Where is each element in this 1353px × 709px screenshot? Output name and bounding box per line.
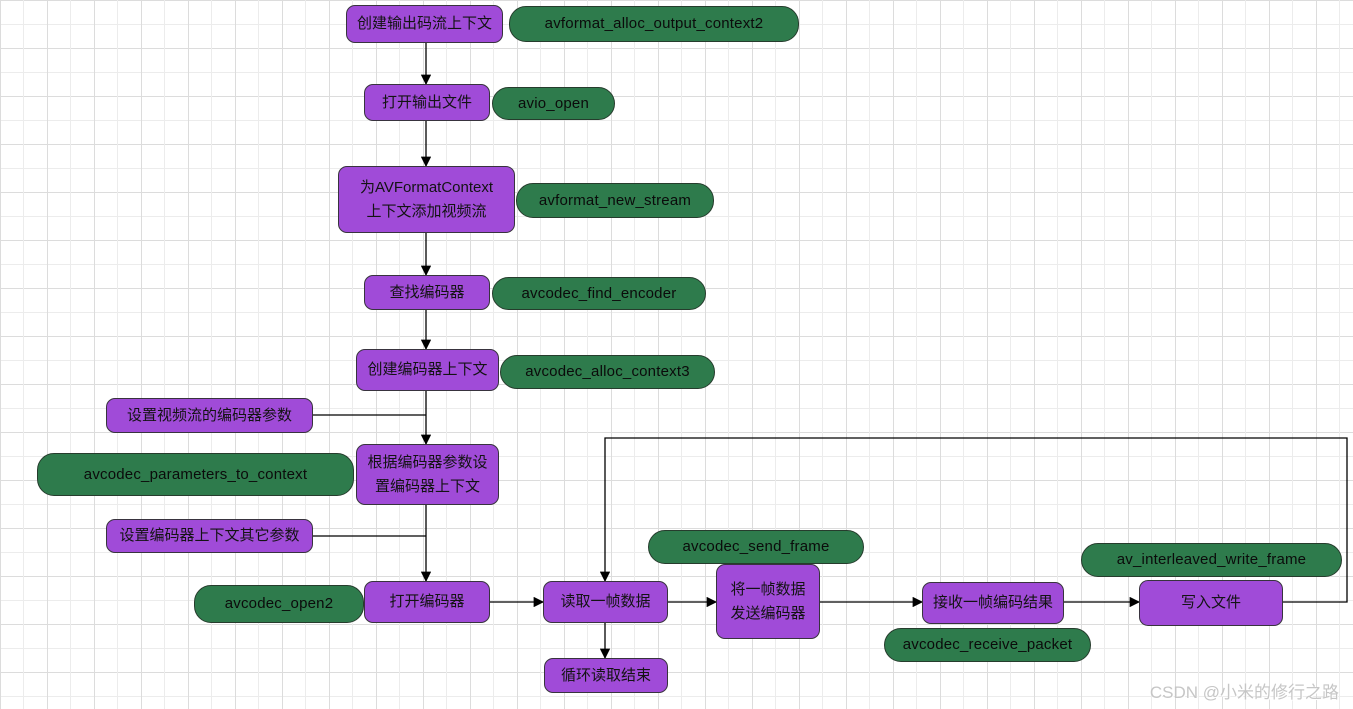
step-receive-encoded-result: 接收一帧编码结果 (922, 582, 1064, 624)
csdn-watermark: CSDN @小米的修行之路 (1149, 683, 1339, 702)
step-open-encoder: 打开编码器 (364, 581, 490, 623)
api-avcodec-open2: avcodec_open2 (194, 585, 364, 623)
api-avcodec-parameters-to-context: avcodec_parameters_to_context (37, 453, 354, 496)
step-read-one-frame: 读取一帧数据 (543, 581, 668, 623)
step-loop-read-end: 循环读取结束 (544, 658, 668, 693)
api-avformat-new-stream: avformat_new_stream (516, 183, 714, 218)
step-open-output-file: 打开输出文件 (364, 84, 490, 121)
step-create-encoder-context: 创建编码器上下文 (356, 349, 499, 391)
api-av-interleaved-write-frame: av_interleaved_write_frame (1081, 543, 1342, 577)
step-send-frame-to-encoder: 将一帧数据 发送编码器 (716, 564, 820, 639)
step-write-to-file: 写入文件 (1139, 580, 1283, 626)
api-avformat-alloc-output-context2: avformat_alloc_output_context2 (509, 6, 799, 42)
api-avcodec-send-frame: avcodec_send_frame (648, 530, 864, 564)
step-add-video-stream: 为AVFormatContext 上下文添加视频流 (338, 166, 515, 233)
step-set-stream-encoder-params: 设置视频流的编码器参数 (106, 398, 313, 433)
api-avcodec-receive-packet: avcodec_receive_packet (884, 628, 1091, 662)
step-setup-context-from-params: 根据编码器参数设 置编码器上下文 (356, 444, 499, 505)
api-avio-open: avio_open (492, 87, 615, 120)
loop-write-file-back-to-read-frame (599, 437, 1348, 603)
step-create-output-context: 创建输出码流上下文 (346, 5, 503, 43)
step-set-other-context-params: 设置编码器上下文其它参数 (106, 519, 313, 553)
api-avcodec-find-encoder: avcodec_find_encoder (492, 277, 706, 310)
step-find-encoder: 查找编码器 (364, 275, 490, 310)
api-avcodec-alloc-context3: avcodec_alloc_context3 (500, 355, 715, 389)
